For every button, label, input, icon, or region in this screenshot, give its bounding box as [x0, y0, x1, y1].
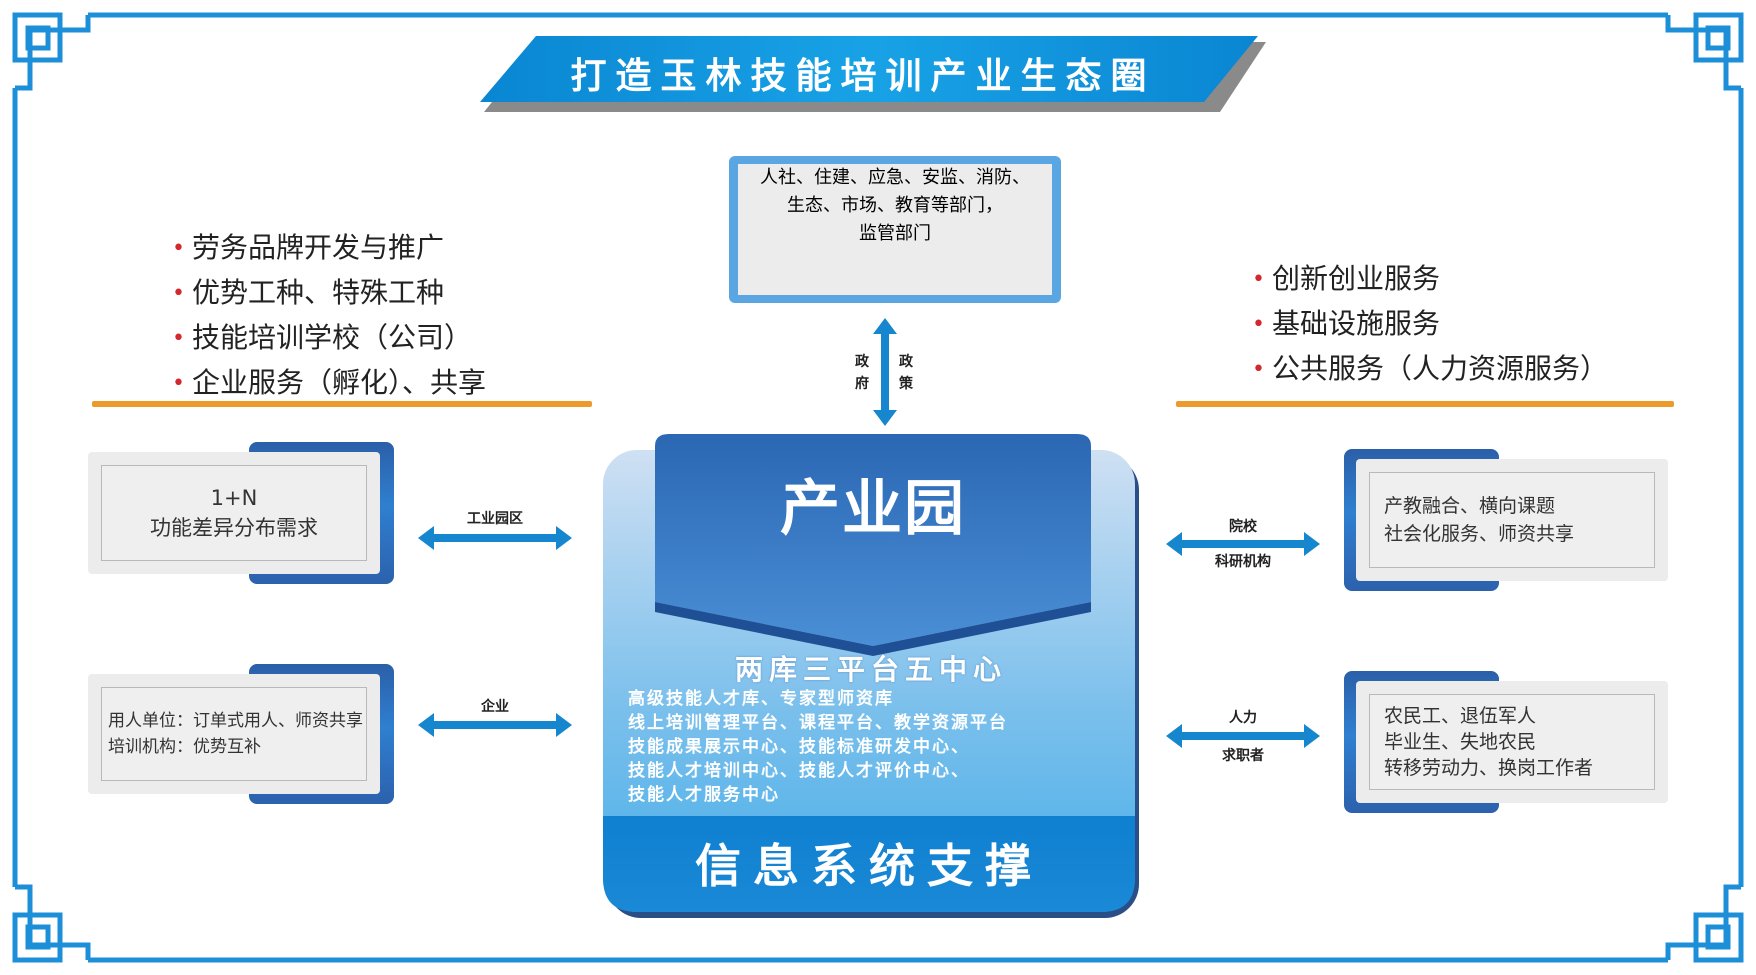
- list-item: •企业服务（孵化）、共享: [172, 366, 487, 399]
- right-top-arrow-label-lower: 科研机构: [1215, 554, 1271, 570]
- right-bottom-arrow-label-lower: 求职者: [1222, 748, 1264, 764]
- right-bullet-list: •创新创业服务 •基础设施服务 •公共服务（人力资源服务）: [1252, 258, 1608, 393]
- list-item: •基础设施服务: [1252, 307, 1441, 340]
- enterprise-box: 用人单位：订单式用人、师资共享 培训机构：优势互补: [88, 664, 394, 804]
- page-title: 打造玉林技能培训产业生态圈: [570, 55, 1156, 97]
- right-top-arrow-label-upper: 院校: [1229, 519, 1257, 535]
- right-bottom-double-arrow: [1166, 724, 1320, 748]
- left-divider: [92, 401, 592, 407]
- job-seeker-box: 农民工、退伍军人 毕业生、失地农民 转移劳动力、换岗工作者: [1344, 671, 1668, 813]
- industrial-zone-box: 1+N 功能差异分布需求: [88, 442, 394, 584]
- industrial-park-panel: [603, 434, 1139, 918]
- top-arrow-left-label: 政府: [855, 354, 869, 392]
- left-bottom-double-arrow: [418, 713, 572, 737]
- government-box-text: 人社、住建、应急、安监、消防、 生态、市场、教育等部门， 监管部门: [760, 167, 1030, 244]
- left-top-arrow-label: 工业园区: [467, 511, 523, 527]
- center-header: 产业园: [780, 474, 966, 544]
- center-subtitle: 两库三平台五中心: [734, 653, 1007, 686]
- top-arrow-right-label: 政策: [899, 354, 913, 392]
- list-item: •劳务品牌开发与推广: [172, 231, 445, 264]
- left-top-double-arrow: [418, 526, 572, 550]
- right-divider: [1176, 401, 1674, 407]
- center-footer: 信息系统支撑: [695, 839, 1043, 893]
- university-box: 产教融合、横向课题 社会化服务、师资共享: [1344, 449, 1668, 591]
- list-item: •创新创业服务: [1252, 262, 1441, 295]
- right-top-double-arrow: [1166, 532, 1320, 556]
- list-item: •优势工种、特殊工种: [172, 276, 445, 309]
- right-bottom-arrow-label-upper: 人力: [1229, 710, 1257, 726]
- title-banner: [480, 36, 1266, 112]
- government-box: 人社、住建、应急、安监、消防、 生态、市场、教育等部门， 监管部门: [729, 156, 1061, 303]
- left-bottom-arrow-label: 企业: [481, 699, 509, 715]
- list-item: •公共服务（人力资源服务）: [1252, 352, 1609, 385]
- list-item: •技能培训学校（公司）: [172, 321, 473, 354]
- left-bullet-list: •劳务品牌开发与推广 •优势工种、特殊工种 •技能培训学校（公司） •企业服务（…: [172, 227, 486, 407]
- vertical-double-arrow: [873, 318, 897, 426]
- platform-lines: 高级技能人才库、专家型师资库 线上培训管理平台、课程平台、教学资源平台 技能成果…: [628, 689, 1008, 805]
